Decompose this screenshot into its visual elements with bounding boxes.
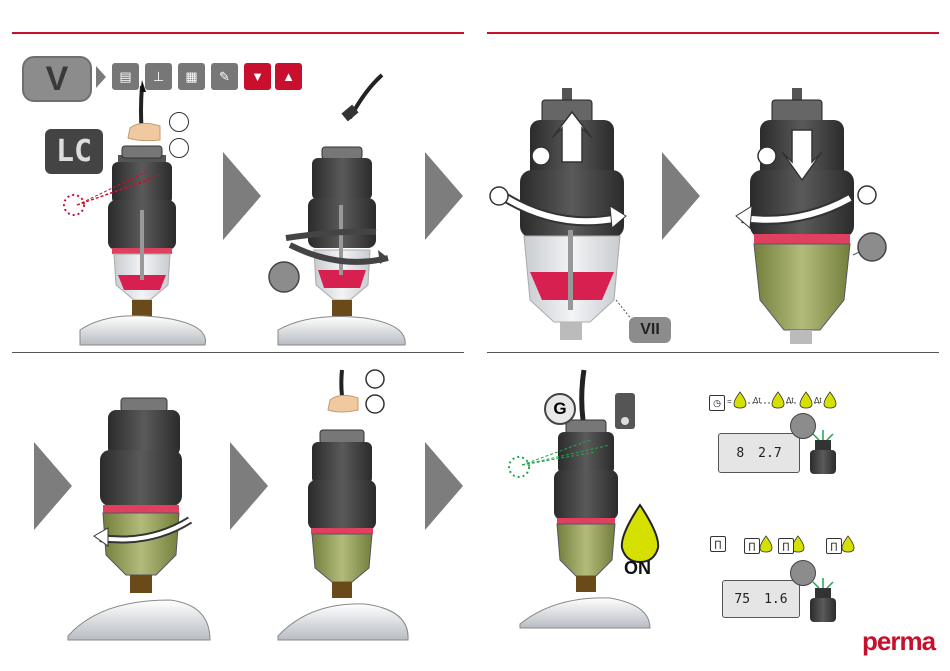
brand-logo: perma: [862, 626, 935, 657]
lcd-bottom-right-value: 1.6: [764, 592, 787, 607]
impulse-icon-4: ∏: [826, 538, 842, 554]
panel2-lubricator: [278, 75, 405, 345]
step-vii-tag: VII: [629, 317, 671, 343]
panel4-step-circle-b: [858, 186, 876, 204]
panel3-step-circle-b: [532, 147, 550, 165]
impulse-icon-2: ∏: [744, 538, 760, 554]
flow-arrow-6: [425, 442, 463, 530]
interval-label-1: Δt: [753, 396, 761, 405]
interval-label-3: Δt: [814, 396, 822, 405]
lcd-bottom: 75 1.6: [722, 580, 800, 618]
panel2-step-circle: [269, 262, 299, 292]
step-g-tag: G: [544, 393, 576, 425]
impulse-icon: ∏: [710, 536, 726, 552]
panel6-step-circle-1: [366, 370, 384, 388]
equals-sign: =: [727, 397, 732, 406]
panel4-lubricator: [736, 88, 872, 344]
panel1-lubricator: [64, 80, 206, 345]
panel4-step-circle-a: [758, 147, 776, 165]
panel6-lubricator: [278, 370, 408, 640]
lcd-top-left-value: 8: [736, 446, 744, 461]
panel7-lubricator: [509, 370, 658, 628]
flow-arrow-2: [425, 152, 463, 240]
lcd-bottom-step-circle: [790, 560, 816, 586]
interval-label-2: Δt: [786, 396, 794, 405]
flow-arrow-5: [230, 442, 268, 530]
panel5-lubricator: [68, 398, 210, 640]
panel3-lubricator: [506, 88, 632, 340]
lcd-top: 8 2.7: [718, 433, 800, 473]
clock-icon: ◷: [709, 395, 725, 411]
lcd-bottom-left-value: 75: [734, 592, 750, 607]
flow-arrow-1: [223, 152, 261, 240]
lcd-top-step-circle: [790, 413, 816, 439]
panel4-step-circle-c: [858, 233, 886, 261]
flow-arrow-4: [34, 442, 72, 530]
panel6-step-circle-2: [366, 395, 384, 413]
flow-arrow-3: [662, 152, 700, 240]
on-label: ON: [624, 558, 651, 579]
lcd-top-right-value: 2.7: [758, 446, 781, 461]
impulse-icon-3: ∏: [778, 538, 794, 554]
panel3-step-circle-a: [490, 187, 508, 205]
